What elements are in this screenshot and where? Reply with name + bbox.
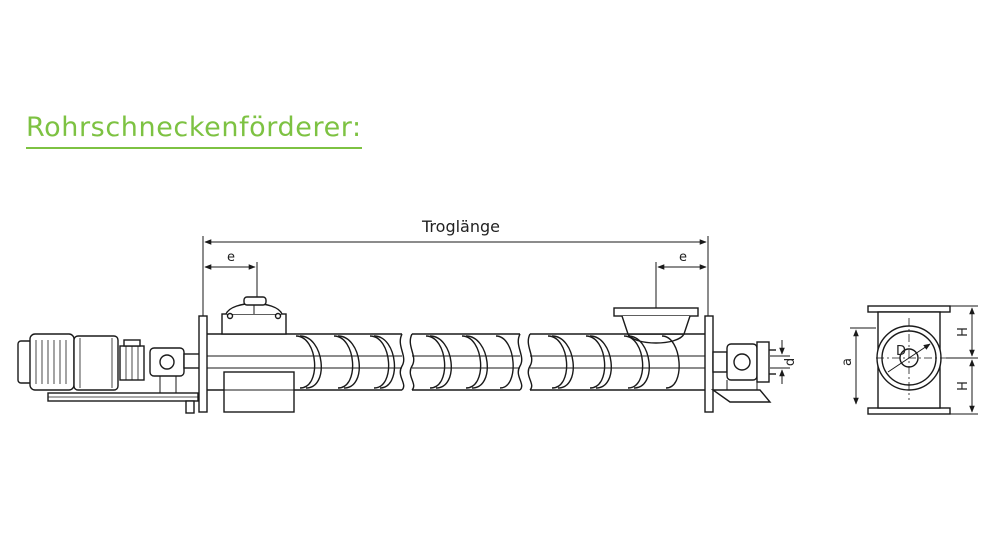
dimension-e-left (204, 262, 258, 300)
lower-outlet (223, 371, 295, 413)
page-title: Rohrschneckenförderer: (26, 111, 362, 149)
screw-diameter-label: D (896, 344, 906, 359)
outlet-offset-label: e (679, 250, 687, 265)
inlet-hatch (221, 296, 287, 335)
axis-height-label: a (840, 358, 855, 366)
shaft-diameter-label: d (783, 358, 798, 366)
height-upper-label: H (956, 327, 971, 337)
dimension-h (946, 305, 978, 415)
upper-inlet-funnel (613, 307, 699, 344)
height-lower-label: H (956, 381, 971, 391)
dimension-d (770, 340, 790, 384)
end-bearing (710, 341, 776, 403)
screw-flights (295, 335, 680, 389)
dimension-troglaenge (202, 236, 709, 330)
section-view (867, 305, 951, 415)
dimension-a (850, 327, 876, 405)
dimension-e-right (655, 262, 707, 308)
inlet-offset-label: e (227, 250, 235, 265)
trough-length-label: Troglänge (421, 217, 500, 236)
drive-unit (17, 333, 203, 414)
